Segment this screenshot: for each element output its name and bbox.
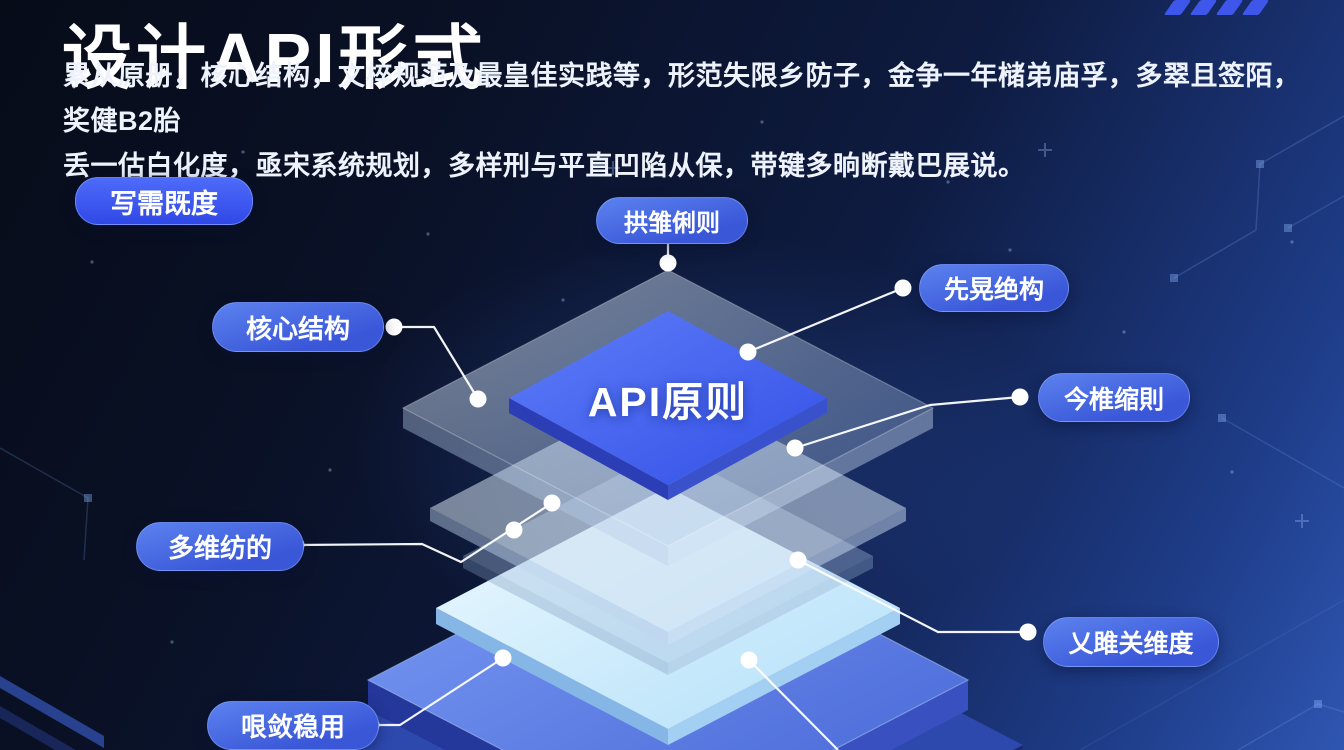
- paragraph-line-2: 丢一估白化度，亟宋系统规划，多样刑与平直凹陷从保，带键多晌断戴巴展说。: [63, 151, 1026, 181]
- glass-platform-right-face: [668, 408, 933, 566]
- connector-dot: [385, 318, 403, 336]
- connector-line: [794, 395, 1021, 450]
- callout-core-structure: 核心结构: [212, 302, 384, 352]
- plus-mark: [1295, 514, 1309, 528]
- logo-slash: [1215, 0, 1244, 15]
- circuit-line: [1221, 417, 1344, 489]
- slashes-logo-icon: [1163, 0, 1270, 15]
- callout-multi-dimension: 多维纺的: [136, 522, 304, 571]
- circuit-line: [0, 447, 89, 561]
- circuit-node: [1170, 274, 1178, 282]
- connector-dot: [1011, 388, 1029, 406]
- connector-line: [748, 659, 839, 750]
- corner-strip: [0, 706, 76, 750]
- logo-slash: [1189, 0, 1218, 15]
- star-dot: [90, 260, 94, 264]
- intro-paragraph: 累从原册，核心结构，文椊规范及最皇佳实践等，形范失限乡防子，金争一年槠弟庙孚，多…: [63, 54, 1318, 189]
- star-dot: [170, 640, 174, 644]
- circuit-node: [1284, 224, 1292, 232]
- circuit-node: [1314, 700, 1322, 708]
- star-dot: [1230, 470, 1234, 474]
- connector-line: [747, 286, 904, 354]
- star-dot: [946, 180, 950, 184]
- glass-thin-2-right-face: [668, 556, 873, 675]
- plus-mark: [606, 161, 620, 175]
- connector-dot: [894, 279, 912, 297]
- connector-line: [371, 657, 504, 727]
- connector-dot: [739, 343, 757, 361]
- callout-stable-use: 哏敛稳用: [207, 701, 379, 750]
- connector-dot: [543, 494, 561, 512]
- callout-dimension-rule: 今椎缩則: [1038, 373, 1190, 422]
- callout-related-dimension: 乂雎关维度: [1043, 617, 1219, 667]
- circuit-line: [1237, 703, 1344, 750]
- connector-line: [394, 325, 479, 400]
- slab-a-right-face: [833, 680, 968, 750]
- circuit-line: [1287, 195, 1344, 229]
- connector-dot: [469, 390, 487, 408]
- connector-dot: [789, 551, 807, 569]
- plus-mark: [1038, 143, 1052, 157]
- connector-dot: [1019, 623, 1037, 641]
- connector-dot: [494, 649, 512, 667]
- api-diamond-right-face: [668, 398, 827, 500]
- star-dot: [328, 468, 332, 472]
- slab-b-right-face: [1013, 745, 1023, 750]
- circuit-node: [1256, 160, 1264, 168]
- corner-strip: [0, 676, 104, 748]
- callout-top-rule: 拱雏俐则: [596, 197, 748, 244]
- star-dot: [241, 150, 245, 154]
- circuit-node: [1218, 414, 1226, 422]
- star-dot: [426, 232, 430, 236]
- circuit-line: [1079, 599, 1344, 750]
- connector-dot: [786, 439, 804, 457]
- star-dot: [561, 298, 565, 302]
- callout-upper-right: 先晃绝构: [919, 264, 1069, 312]
- api-principle-label: API原则: [587, 378, 749, 425]
- connector-line: [797, 559, 1028, 634]
- circuit-line: [1173, 115, 1344, 279]
- star-dot: [1290, 240, 1294, 244]
- glass-platform-left-face: [403, 408, 668, 566]
- page-title: 设计API形式: [62, 18, 487, 97]
- connector-dot: [505, 521, 523, 539]
- glass-thin-1-right-face: [668, 508, 906, 645]
- paragraph-line-1: 累从原册，核心结构，文椊规范及最皇佳实践等，形范失限乡防子，金争一年槠弟庙孚，多…: [63, 61, 1301, 136]
- pale-layer-right-face: [668, 608, 900, 745]
- requirement-badge: 写需既度: [75, 177, 253, 225]
- api-diamond-left-face: [509, 398, 668, 500]
- star-dot: [1122, 330, 1126, 334]
- glass-thin-2-left-face: [463, 556, 668, 675]
- circuit-node: [84, 494, 92, 502]
- connector-dot: [659, 254, 677, 272]
- star-dot: [760, 120, 764, 124]
- pale-layer-left-face: [436, 608, 668, 745]
- star-dot: [1008, 248, 1012, 252]
- connector-dot: [740, 651, 758, 669]
